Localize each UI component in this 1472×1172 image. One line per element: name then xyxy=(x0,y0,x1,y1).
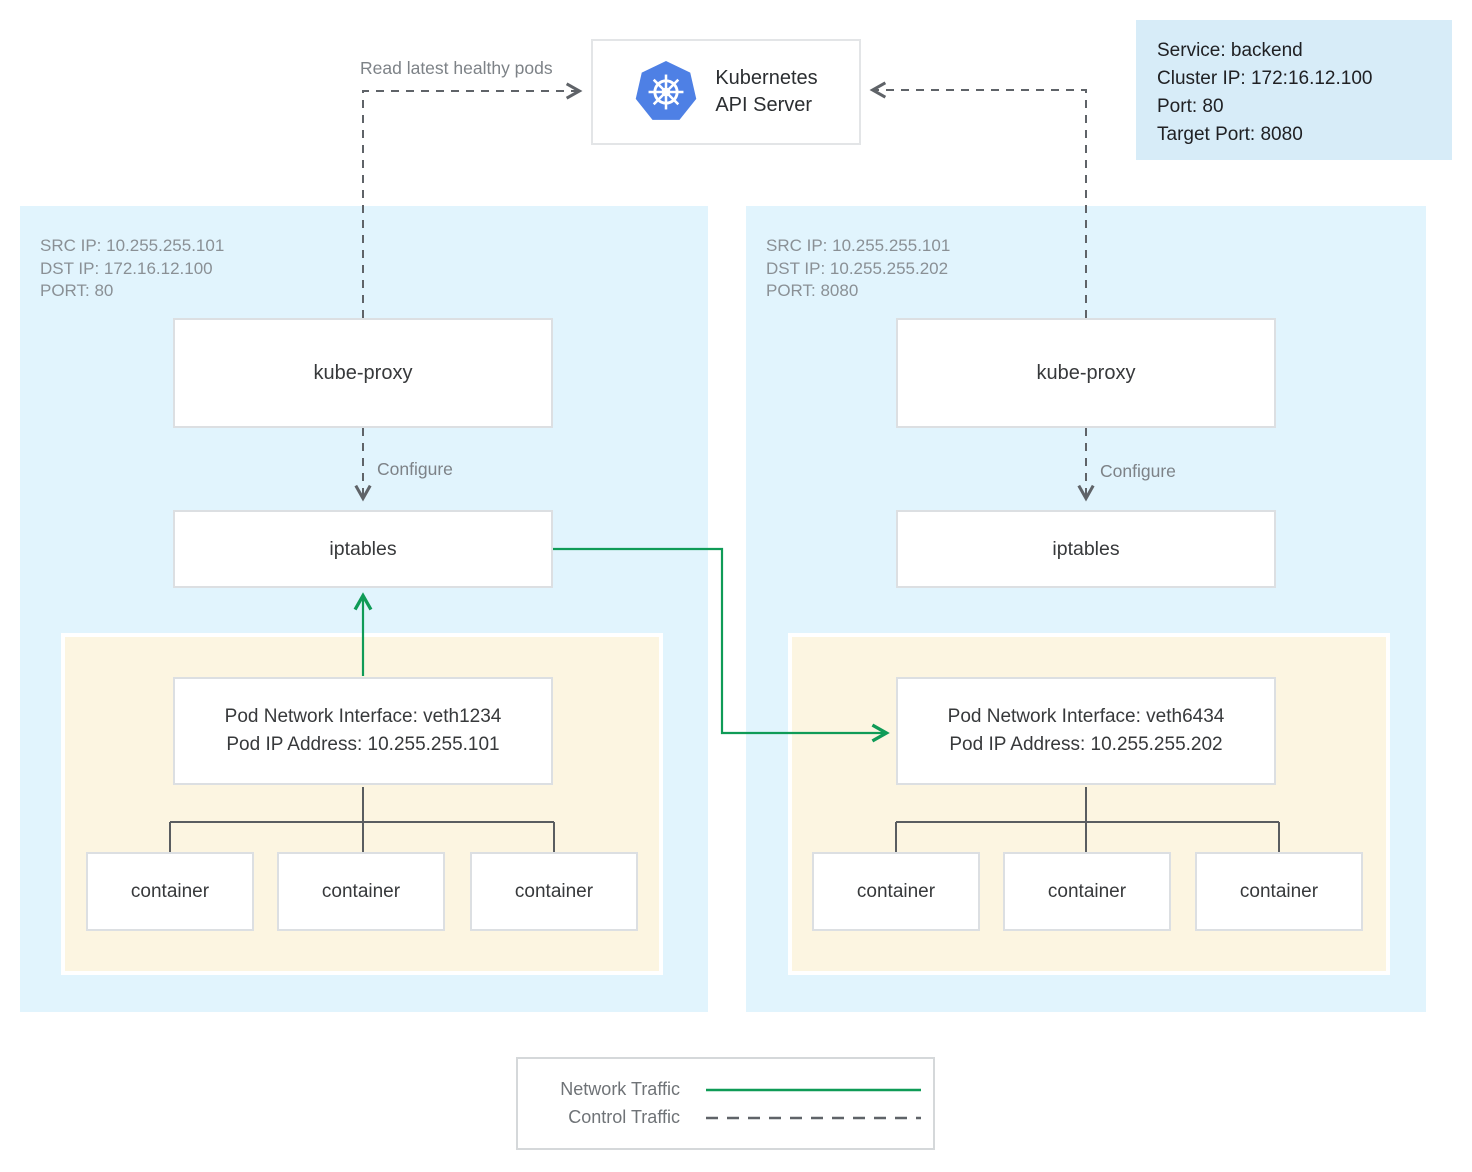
pod-interface-box-right: Pod Network Interface: veth6434 Pod IP A… xyxy=(896,677,1276,785)
configure-label-left: Configure xyxy=(377,459,453,479)
pod-interface-box-left: Pod Network Interface: veth1234 Pod IP A… xyxy=(173,677,553,785)
pod-interface-name: Pod Network Interface: veth1234 xyxy=(224,706,502,727)
api-server-label-line2: API Server xyxy=(715,94,813,116)
container-box: container xyxy=(812,852,980,931)
api-server-label-line1: Kubernetes xyxy=(715,67,818,89)
iptables-box-left: iptables xyxy=(173,510,553,588)
node-left-traffic-info: SRC IP: 10.255.255.101 DST IP: 172.16.12… xyxy=(40,235,224,303)
service-cluster-ip: Cluster IP: 172:16.12.100 xyxy=(1157,68,1373,89)
legend-box: Network Traffic Control Traffic xyxy=(516,1057,935,1150)
container-box: container xyxy=(1003,852,1171,931)
service-port: Port: 80 xyxy=(1157,96,1224,117)
pod-ip-address: Pod IP Address: 10.255.255.101 xyxy=(226,734,500,755)
legend-network-traffic-row: Network Traffic xyxy=(518,1078,933,1102)
read-latest-healthy-pods-label: Read latest healthy pods xyxy=(360,58,553,78)
service-info-box: Service: backend Cluster IP: 172:16.12.1… xyxy=(1136,20,1452,160)
port: PORT: 8080 xyxy=(766,281,859,300)
kubernetes-helm-icon xyxy=(636,60,697,120)
kube-proxy-box-right: kube-proxy xyxy=(896,318,1276,428)
kubernetes-api-server-box: Kubernetes API Server xyxy=(591,39,861,145)
configure-label-right: Configure xyxy=(1100,461,1176,481)
pod-interface-name: Pod Network Interface: veth6434 xyxy=(947,706,1225,727)
src-ip: SRC IP: 10.255.255.101 xyxy=(766,236,951,255)
service-name: Service: backend xyxy=(1157,40,1303,61)
container-box: container xyxy=(277,852,445,931)
legend-control-traffic-row: Control Traffic xyxy=(518,1106,933,1130)
dst-ip: DST IP: 172.16.12.100 xyxy=(40,258,213,278)
node-right-traffic-info: SRC IP: 10.255.255.101 DST IP: 10.255.25… xyxy=(766,235,950,303)
control-traffic-line-sample xyxy=(706,1116,921,1119)
service-target-port: Target Port: 8080 xyxy=(1157,124,1303,145)
container-box: container xyxy=(1195,852,1363,931)
pod-ip-address: Pod IP Address: 10.255.255.202 xyxy=(949,734,1223,755)
container-box: container xyxy=(470,852,638,931)
container-box: container xyxy=(86,852,254,931)
kube-proxy-box-left: kube-proxy xyxy=(173,318,553,428)
src-ip: SRC IP: 10.255.255.101 xyxy=(40,236,225,255)
iptables-box-right: iptables xyxy=(896,510,1276,588)
legend-control-traffic-label: Control Traffic xyxy=(568,1107,680,1127)
dst-ip: DST IP: 10.255.255.202 xyxy=(766,258,949,278)
legend-network-traffic-label: Network Traffic xyxy=(560,1079,680,1099)
network-traffic-line-sample xyxy=(706,1088,921,1091)
port: PORT: 80 xyxy=(40,281,114,300)
api-server-label: Kubernetes API Server xyxy=(715,65,817,119)
